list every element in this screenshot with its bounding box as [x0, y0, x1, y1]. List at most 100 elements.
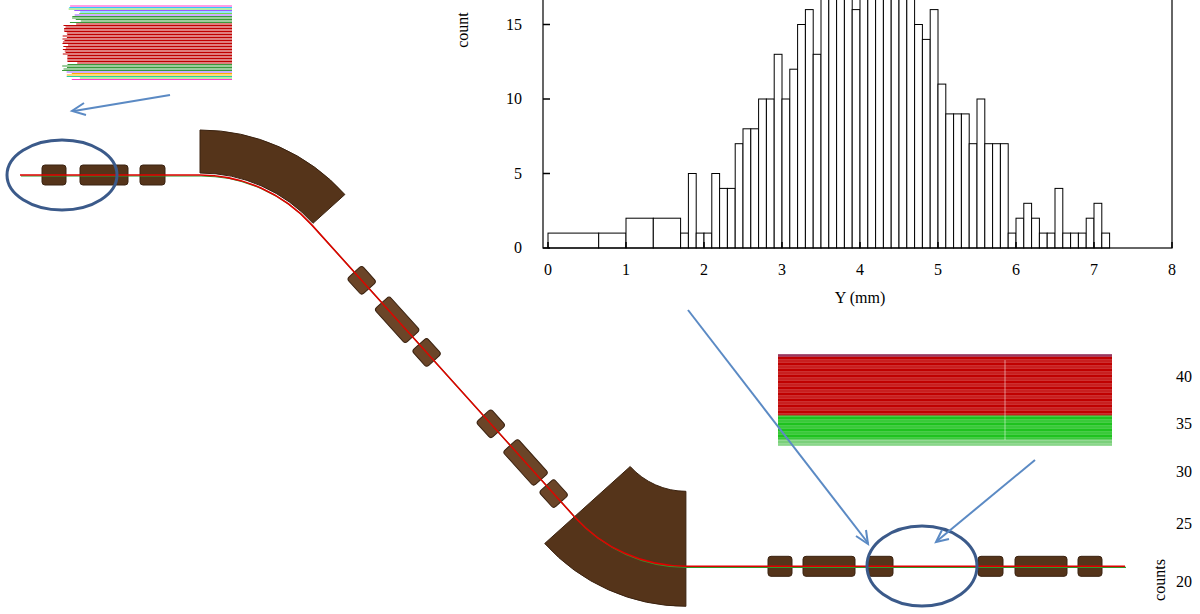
particle-track: [778, 406, 1112, 407]
tick-label: 25: [1176, 516, 1192, 532]
axis-tick: [1093, 242, 1095, 248]
histogram-bar: [829, 0, 837, 248]
particle-track: [67, 34, 232, 35]
axis-title: counts: [1152, 559, 1168, 601]
particle-track: [66, 27, 232, 28]
histogram-bar: [922, 39, 930, 248]
histogram-bar: [813, 54, 821, 248]
particle-track: [778, 414, 1112, 415]
histogram-bar: [969, 144, 977, 248]
particle-track: [778, 422, 1112, 423]
particle-track: [66, 52, 232, 53]
particle-track: [72, 16, 232, 17]
particle-track: [778, 411, 1112, 412]
histogram-bar: [766, 99, 774, 248]
histogram-bar: [704, 233, 712, 248]
beamline: [20, 130, 1126, 606]
particle-track: [778, 412, 1112, 413]
particle-track: [778, 434, 1112, 435]
particle-track: [63, 49, 232, 50]
tick-label: 10: [506, 91, 522, 107]
particle-track: [65, 51, 232, 52]
particle-track: [778, 438, 1112, 439]
particle-track: [72, 79, 232, 80]
particle-track: [778, 395, 1112, 396]
particle-track: [64, 30, 232, 31]
particle-track: [778, 386, 1112, 387]
histogram-bar: [938, 84, 946, 248]
histogram-bar: [681, 233, 689, 248]
dipole-magnet: [545, 467, 686, 607]
particle-track: [72, 18, 232, 19]
particle-track: [75, 15, 232, 16]
tick-label: 15: [506, 17, 522, 33]
histogram-bar: [844, 0, 852, 248]
particle-track: [778, 380, 1112, 381]
particle-track: [778, 363, 1112, 364]
histogram-bar: [860, 0, 868, 248]
histogram-bar: [883, 0, 891, 248]
particle-track: [778, 398, 1112, 399]
tick-label: 7: [1090, 262, 1098, 278]
histogram-bar: [1063, 233, 1071, 248]
tick-label: 4: [856, 262, 864, 278]
histogram-bar: [1078, 233, 1086, 248]
particle-track: [778, 375, 1112, 376]
histogram-bar: [696, 233, 704, 248]
histogram-bar: [548, 233, 599, 248]
particle-track: [778, 405, 1112, 406]
particle-track: [778, 382, 1112, 383]
particle-track: [778, 416, 1112, 417]
particle-track: [66, 48, 232, 49]
particle-track: [67, 58, 232, 59]
histogram-bar: [821, 0, 829, 248]
particle-track: [68, 45, 232, 46]
particle-track: [778, 404, 1112, 405]
particle-track: [778, 393, 1112, 394]
highlight-ellipse: [867, 526, 977, 606]
axis-title: count: [455, 12, 471, 48]
axis-tick: [543, 24, 550, 26]
particle-track: [778, 424, 1112, 425]
particle-track: [778, 356, 1112, 357]
histogram-bar: [1102, 233, 1110, 248]
beam-envelope: [21, 176, 1126, 567]
particle-track: [778, 369, 1112, 370]
particle-track: [778, 423, 1112, 424]
particle-track: [778, 354, 1112, 355]
histogram-bar: [899, 0, 907, 248]
tick-label: 20: [1176, 574, 1192, 590]
histogram-bar: [852, 10, 860, 248]
particle-track: [62, 39, 232, 40]
particle-track: [77, 63, 232, 64]
histogram-bar: [727, 188, 735, 248]
tick-label: 8: [1168, 262, 1176, 278]
particle-track: [778, 366, 1112, 367]
particle-track: [80, 12, 232, 13]
particle-track: [778, 444, 1112, 445]
axis-tick: [625, 242, 627, 248]
particle-track: [67, 33, 232, 34]
tick-label: 0: [544, 262, 552, 278]
particle-track: [778, 389, 1112, 390]
particle-track: [63, 42, 232, 43]
particle-track: [72, 73, 232, 74]
particle-track: [778, 378, 1112, 379]
pointer-arrows: [72, 95, 1035, 544]
particle-track: [63, 54, 232, 55]
particle-track: [778, 441, 1112, 442]
histogram-bar: [688, 174, 696, 249]
particle-track: [67, 76, 232, 77]
particle-track: [68, 55, 232, 56]
particle-track: [778, 432, 1112, 433]
particle-track: [778, 396, 1112, 397]
histogram-bar: [712, 174, 720, 249]
beam-path: [20, 175, 1125, 566]
particle-track: [67, 75, 232, 76]
particle-track: [778, 402, 1112, 403]
particle-track: [64, 69, 232, 70]
particle-track: [778, 381, 1112, 382]
particle-track: [64, 40, 232, 41]
